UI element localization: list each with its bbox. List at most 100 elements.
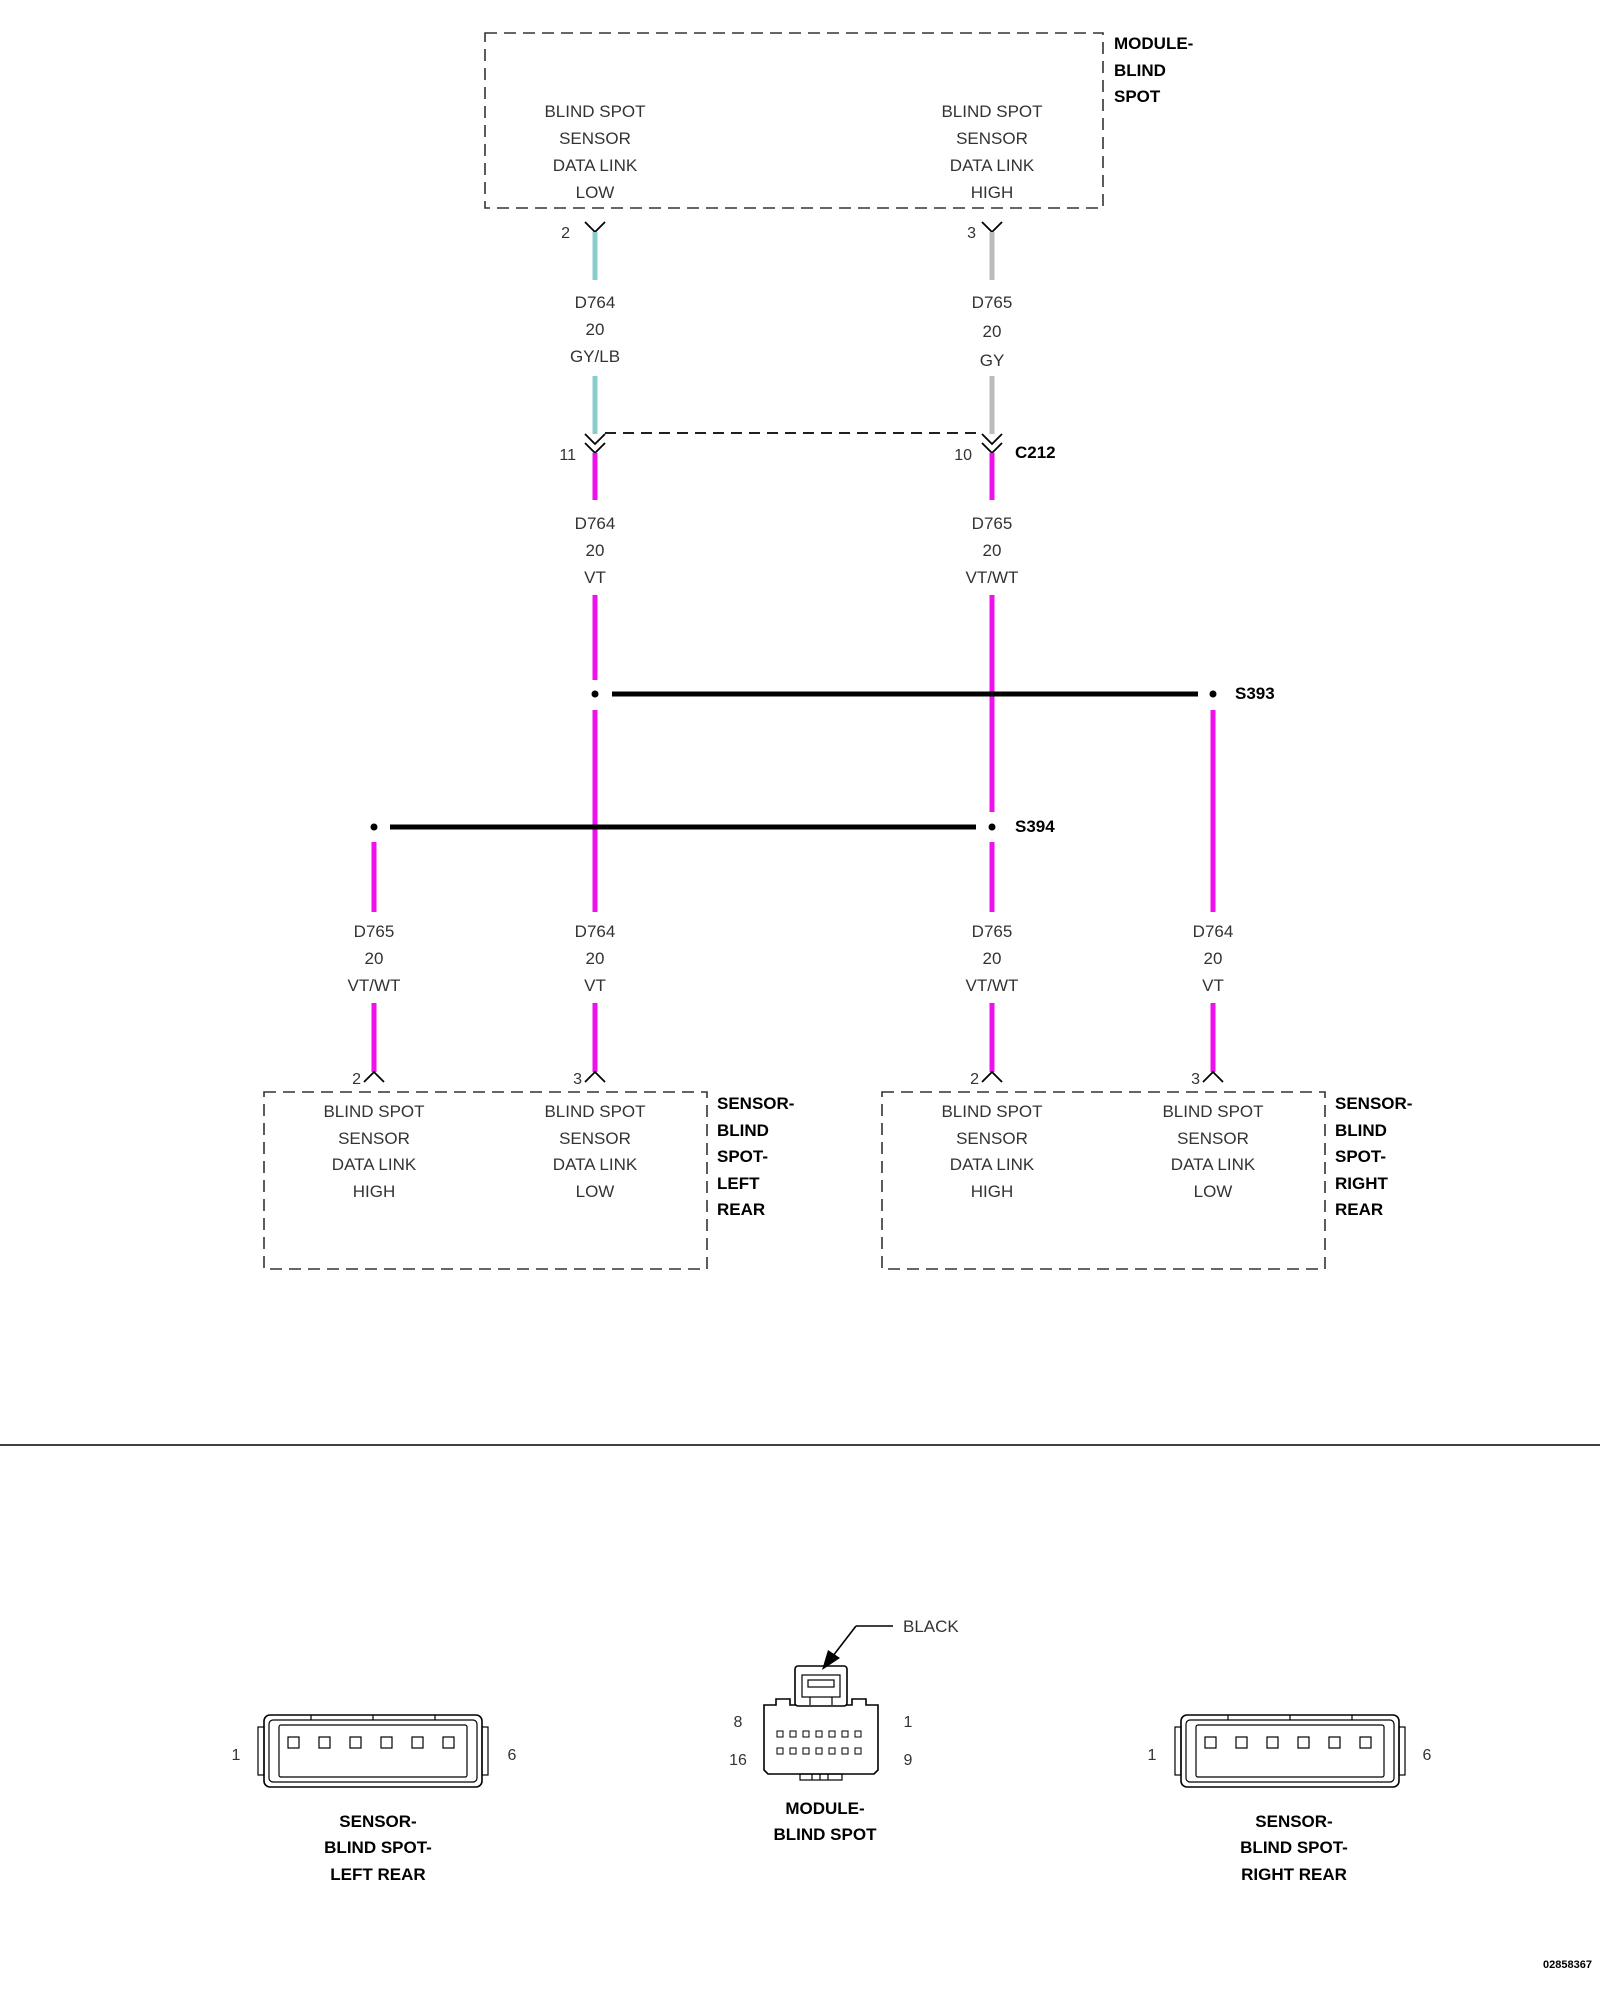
svg-text:HIGH: HIGH bbox=[353, 1182, 396, 1201]
svg-text:VT: VT bbox=[584, 568, 606, 587]
svg-text:SENSOR: SENSOR bbox=[956, 129, 1028, 148]
module-connector-pin-9: 9 bbox=[904, 1752, 913, 1769]
svg-text:SENSOR: SENSOR bbox=[956, 1129, 1028, 1148]
module-color-callout: BLACK bbox=[822, 1617, 959, 1670]
svg-text:D764: D764 bbox=[575, 922, 616, 941]
svg-text:BLIND SPOT: BLIND SPOT bbox=[1162, 1102, 1263, 1121]
sensor-left-rear-label: SENSOR- BLIND SPOT- LEFT REAR bbox=[717, 1094, 794, 1219]
connector-right-caption: SENSOR- BLIND SPOT- RIGHT REAR bbox=[1240, 1812, 1348, 1884]
svg-text:GY: GY bbox=[980, 351, 1005, 370]
splice-s393-dot-right bbox=[1209, 690, 1217, 698]
svg-text:VT/WT: VT/WT bbox=[966, 976, 1019, 995]
module-connector-pin-16: 16 bbox=[729, 1752, 747, 1769]
svg-text:MODULE-: MODULE- bbox=[1114, 34, 1193, 53]
svg-text:BLIND SPOT: BLIND SPOT bbox=[544, 102, 645, 121]
module-pin-3-number: 3 bbox=[967, 225, 976, 242]
wire-label-d764-middle: D764 20 VT bbox=[575, 514, 616, 587]
sensor-left-pin-3-terminal bbox=[584, 1070, 606, 1083]
svg-text:SPOT-: SPOT- bbox=[717, 1147, 768, 1166]
wire-label-lower-3: D765 20 VT/WT bbox=[966, 922, 1019, 995]
c212-pin-10-number: 10 bbox=[954, 447, 972, 464]
c212-pin-11-terminal-top bbox=[584, 433, 606, 446]
connector-view-left-rear bbox=[257, 1714, 489, 1788]
svg-text:D765: D765 bbox=[972, 514, 1013, 533]
svg-text:20: 20 bbox=[365, 949, 384, 968]
module-pin-3-terminal bbox=[981, 221, 1003, 234]
module-connector-pin-1: 1 bbox=[904, 1714, 913, 1731]
module-pin-2-number: 2 bbox=[561, 225, 570, 242]
svg-text:LEFT REAR: LEFT REAR bbox=[330, 1865, 425, 1884]
svg-text:20: 20 bbox=[586, 541, 605, 560]
connector-view-module bbox=[763, 1665, 879, 1781]
svg-text:20: 20 bbox=[586, 949, 605, 968]
svg-text:DATA LINK: DATA LINK bbox=[553, 156, 638, 175]
svg-text:BLIND: BLIND bbox=[1114, 61, 1166, 80]
svg-text:BLIND SPOT: BLIND SPOT bbox=[941, 1102, 1042, 1121]
splice-s393-label: S393 bbox=[1235, 684, 1275, 703]
svg-text:BLIND: BLIND bbox=[1335, 1121, 1387, 1140]
sensor-left-pin-high-label: BLIND SPOT SENSOR DATA LINK HIGH bbox=[323, 1102, 424, 1201]
wire-label-lower-4: D764 20 VT bbox=[1193, 922, 1234, 995]
wire-label-lower-2: D764 20 VT bbox=[575, 922, 616, 995]
svg-text:D765: D765 bbox=[972, 293, 1013, 312]
svg-text:BLIND SPOT: BLIND SPOT bbox=[323, 1102, 424, 1121]
svg-text:BLIND SPOT-: BLIND SPOT- bbox=[324, 1838, 432, 1857]
svg-text:SENSOR-: SENSOR- bbox=[1255, 1812, 1332, 1831]
module-label: MODULE- BLIND SPOT bbox=[1114, 34, 1193, 106]
module-box bbox=[484, 32, 1104, 209]
sensor-left-pin-3-number: 3 bbox=[573, 1071, 582, 1088]
sensor-right-pin-2-number: 2 bbox=[970, 1071, 979, 1088]
sensor-right-rear-label: SENSOR- BLIND SPOT- RIGHT REAR bbox=[1335, 1094, 1412, 1219]
svg-text:VT/WT: VT/WT bbox=[966, 568, 1019, 587]
wire-label-d764-upper: D764 20 GY/LB bbox=[570, 293, 620, 366]
svg-text:20: 20 bbox=[1204, 949, 1223, 968]
svg-text:VT: VT bbox=[1202, 976, 1224, 995]
sensor-right-rear-box bbox=[881, 1091, 1326, 1270]
splice-s394-dot-right bbox=[988, 823, 996, 831]
sensor-left-pin-2-terminal bbox=[363, 1070, 385, 1083]
sensor-right-pin-2-terminal bbox=[981, 1070, 1003, 1083]
svg-text:DATA LINK: DATA LINK bbox=[950, 156, 1035, 175]
sensor-right-pin-high-label: BLIND SPOT SENSOR DATA LINK HIGH bbox=[941, 1102, 1042, 1201]
callout-arrow-icon bbox=[822, 1650, 840, 1670]
svg-text:SENSOR-: SENSOR- bbox=[717, 1094, 794, 1113]
svg-text:LEFT: LEFT bbox=[717, 1174, 760, 1193]
splice-s394-dot-left bbox=[370, 823, 378, 831]
c212-label: C212 bbox=[1015, 443, 1056, 462]
c212-pin-10-terminal-top bbox=[981, 433, 1003, 446]
figure-id: 02858367 bbox=[1543, 1959, 1592, 1971]
wire-label-d765-middle: D765 20 VT/WT bbox=[966, 514, 1019, 587]
module-pin-low-label: BLIND SPOT SENSOR DATA LINK LOW bbox=[544, 102, 645, 202]
svg-text:DATA LINK: DATA LINK bbox=[553, 1155, 638, 1174]
module-connector-pin-8: 8 bbox=[734, 1714, 743, 1731]
svg-text:SPOT-: SPOT- bbox=[1335, 1147, 1386, 1166]
svg-text:MODULE-: MODULE- bbox=[785, 1799, 864, 1818]
svg-text:20: 20 bbox=[983, 949, 1002, 968]
connector-view-right-rear bbox=[1174, 1714, 1406, 1788]
svg-text:REAR: REAR bbox=[717, 1200, 765, 1219]
svg-text:LOW: LOW bbox=[576, 183, 615, 202]
sensor-left-pin-low-label: BLIND SPOT SENSOR DATA LINK LOW bbox=[544, 1102, 645, 1201]
svg-text:HIGH: HIGH bbox=[971, 1182, 1014, 1201]
sensor-right-pin-low-label: BLIND SPOT SENSOR DATA LINK LOW bbox=[1162, 1102, 1263, 1201]
connector-right-pin-1: 1 bbox=[1148, 1747, 1157, 1764]
c212-pin-11-number: 11 bbox=[559, 447, 576, 464]
svg-text:LOW: LOW bbox=[576, 1182, 615, 1201]
svg-text:BLIND: BLIND bbox=[717, 1121, 769, 1140]
svg-text:SENSOR: SENSOR bbox=[559, 1129, 631, 1148]
svg-text:LOW: LOW bbox=[1194, 1182, 1233, 1201]
sensor-right-pin-3-number: 3 bbox=[1191, 1071, 1200, 1088]
connector-right-pin-6: 6 bbox=[1423, 1747, 1432, 1764]
svg-text:20: 20 bbox=[983, 541, 1002, 560]
svg-text:DATA LINK: DATA LINK bbox=[950, 1155, 1035, 1174]
svg-text:SENSOR: SENSOR bbox=[1177, 1129, 1249, 1148]
wire-label-lower-1: D765 20 VT/WT bbox=[348, 922, 401, 995]
svg-text:20: 20 bbox=[983, 322, 1002, 341]
connector-left-pin-6: 6 bbox=[508, 1747, 517, 1764]
svg-text:BLIND SPOT: BLIND SPOT bbox=[544, 1102, 645, 1121]
sensor-left-rear-box bbox=[263, 1091, 708, 1270]
svg-text:SENSOR-: SENSOR- bbox=[1335, 1094, 1412, 1113]
module-pin-2-terminal bbox=[584, 221, 606, 234]
svg-text:BLIND SPOT-: BLIND SPOT- bbox=[1240, 1838, 1348, 1857]
